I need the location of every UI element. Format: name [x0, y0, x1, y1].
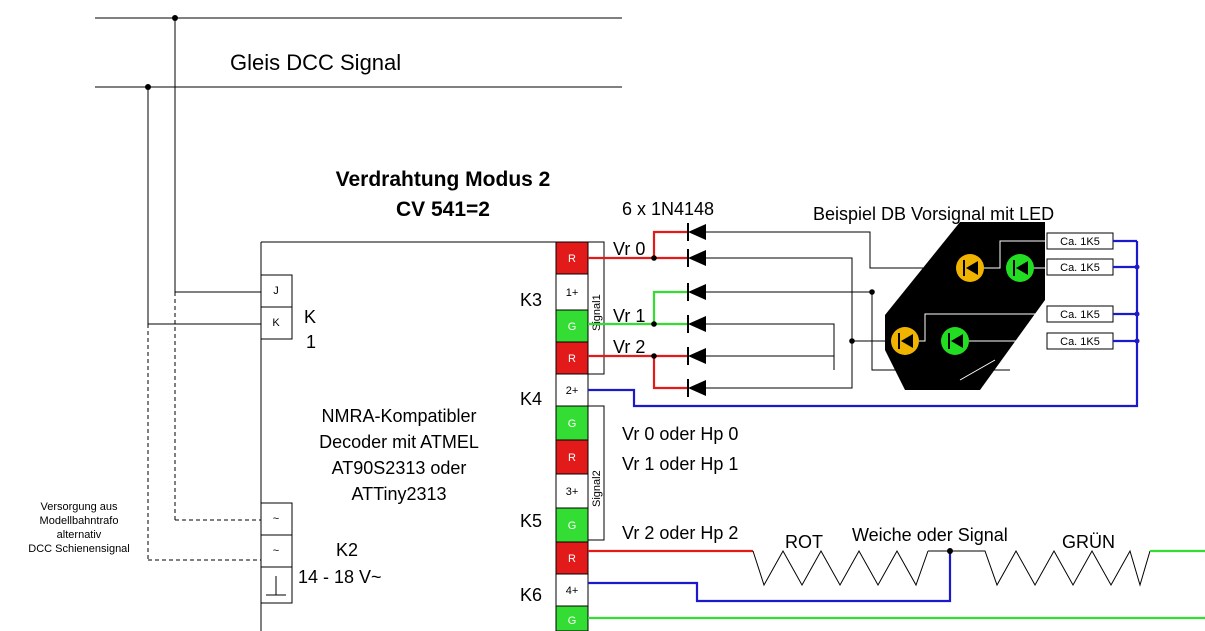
led-green-bottom — [941, 327, 969, 355]
terminal-9: G — [568, 520, 577, 532]
led-yellow-top — [956, 254, 984, 282]
decoder-line-4: ATTiny2313 — [351, 484, 446, 504]
resistor-4: Ca. 1K5 — [1060, 336, 1100, 348]
connector-k1: J K K 1 — [260, 274, 316, 352]
resistor-bank: Ca. 1K5 Ca. 1K5 Ca. 1K5 Ca. 1K5 — [1046, 232, 1140, 350]
diode-6 — [687, 379, 706, 397]
terminal-12: G — [568, 615, 577, 627]
terminal-4: R — [568, 353, 576, 365]
k3-label: K3 — [520, 290, 542, 310]
note-vr0: Vr 0 oder Hp 0 — [622, 424, 738, 444]
k2-voltage: 14 - 18 V~ — [298, 567, 382, 587]
supply-description: Versorgung aus Modellbahntrafo alternati… — [28, 501, 130, 555]
k2-pin-1: ~ — [273, 513, 279, 525]
terminal-8: 3+ — [566, 486, 579, 498]
k4-label: K4 — [520, 389, 542, 409]
led-yellow-bottom — [891, 327, 919, 355]
vr2-label: Vr 2 — [613, 337, 645, 357]
diode-3 — [687, 283, 706, 301]
terminal-strip: R 1+ G R 2+ G R 3+ G R 4+ G Signal1 Sign… — [520, 241, 605, 631]
led-green-top — [1006, 254, 1034, 282]
k2-pin-2: ~ — [273, 545, 279, 557]
k1-pin-k: K — [272, 317, 280, 329]
supply-line-4: DCC Schienensignal — [28, 543, 130, 555]
vr0-label: Vr 0 — [613, 239, 645, 259]
k1-number: 1 — [306, 332, 316, 352]
turnout-label: Weiche oder Signal — [852, 525, 1008, 545]
signal2-label: Signal2 — [591, 470, 603, 507]
connector-k2: ~ ~ K2 14 - 18 V~ — [260, 502, 382, 604]
terminal-6: G — [568, 418, 577, 430]
terminal-2: 1+ — [566, 287, 579, 299]
ground-icon — [266, 576, 286, 596]
diode-1 — [687, 223, 706, 241]
decoder-line-1: NMRA-Kompatibler — [321, 406, 476, 426]
resistor-1: Ca. 1K5 — [1060, 236, 1100, 248]
terminal-1: R — [568, 253, 576, 265]
terminal-3: G — [568, 321, 577, 333]
diode-2 — [687, 249, 706, 267]
title-line-2: CV 541=2 — [396, 198, 490, 221]
supply-line-3: alternativ — [57, 529, 102, 541]
terminal-5: 2+ — [566, 385, 579, 397]
resistor-2: Ca. 1K5 — [1060, 262, 1100, 274]
note-vr2: Vr 2 oder Hp 2 — [622, 523, 738, 543]
signal-wires — [588, 230, 1139, 408]
diode-5 — [687, 347, 706, 365]
decoder-description: NMRA-Kompatibler Decoder mit ATMEL AT90S… — [319, 406, 479, 504]
note-vr1: Vr 1 oder Hp 1 — [622, 454, 738, 474]
vr1-label: Vr 1 — [613, 306, 645, 326]
k1-label: K — [304, 307, 316, 327]
terminal-11: 4+ — [566, 585, 579, 597]
coil-rot-label: ROT — [785, 532, 823, 552]
k5-label: K5 — [520, 511, 542, 531]
decoder-line-3: AT90S2313 oder — [332, 458, 467, 478]
diode-label: 6 x 1N4148 — [622, 199, 714, 219]
track-lines — [95, 15, 622, 561]
terminal-10: R — [568, 553, 576, 565]
led-wires — [706, 231, 1010, 389]
turnout-coils: ROT Weiche oder Signal GRÜN — [588, 525, 1205, 620]
signal-label: Beispiel DB Vorsignal mit LED — [813, 204, 1054, 224]
k1-pin-j: J — [273, 285, 279, 297]
pre-signal — [885, 222, 1045, 390]
diode-4 — [687, 315, 706, 333]
title-line-1: Verdrahtung Modus 2 — [336, 168, 551, 191]
terminal-7: R — [568, 452, 576, 464]
k2-label: K2 — [336, 540, 358, 560]
track-label: Gleis DCC Signal — [230, 50, 401, 75]
supply-line-2: Modellbahntrafo — [40, 515, 119, 527]
coil-gruen-label: GRÜN — [1062, 532, 1115, 552]
supply-line-1: Versorgung aus — [40, 501, 118, 513]
k6-label: K6 — [520, 585, 542, 605]
diode-array — [687, 223, 706, 397]
signal1-label: Signal1 — [591, 294, 603, 331]
resistor-3: Ca. 1K5 — [1060, 309, 1100, 321]
decoder-line-2: Decoder mit ATMEL — [319, 432, 479, 452]
